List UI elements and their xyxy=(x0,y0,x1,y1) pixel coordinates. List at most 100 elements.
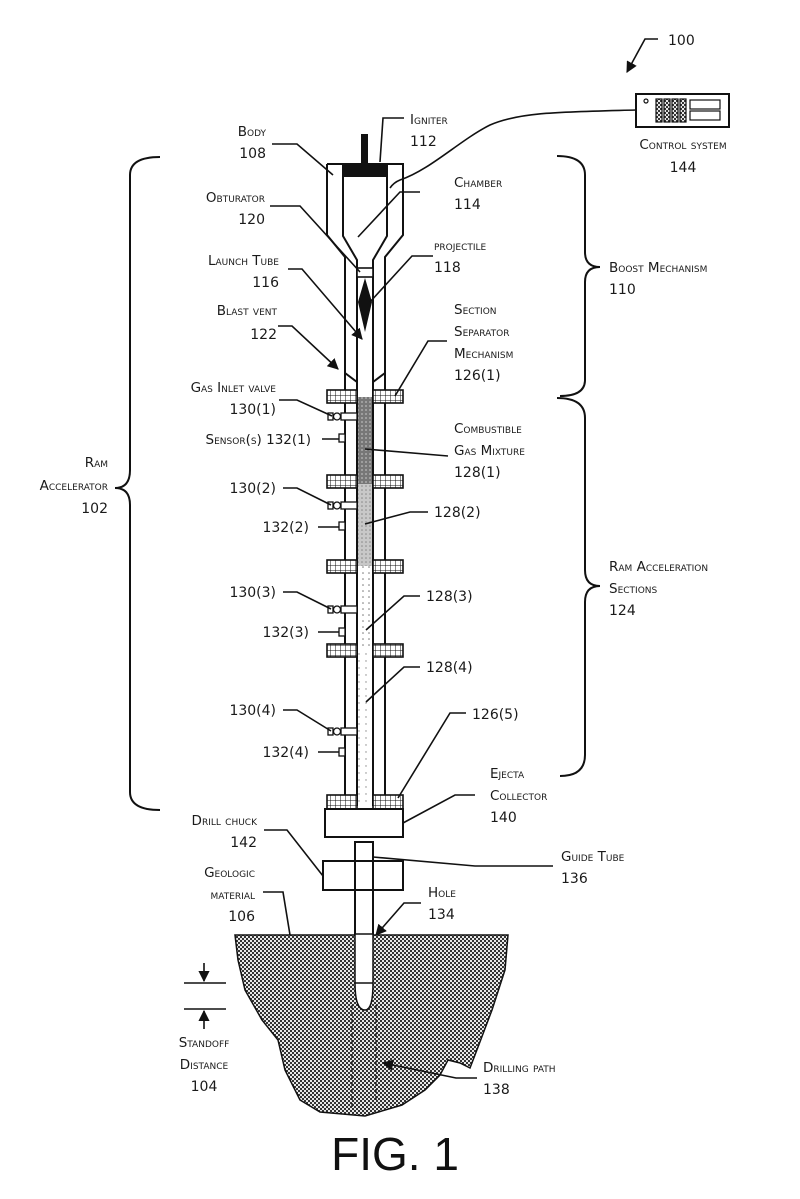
num-chamber: 114 xyxy=(454,197,481,213)
label-projectile: projectile xyxy=(434,238,487,254)
num-valve-3: 130(3) xyxy=(229,585,276,601)
label-guide-tube: Guide Tube xyxy=(561,849,625,865)
label-drilling-path: Drilling path xyxy=(483,1060,556,1076)
leader-lines xyxy=(263,117,553,1079)
gas-mixture-4 xyxy=(357,650,373,806)
control-system-slots xyxy=(655,98,721,123)
gas-inlet-valve-4 xyxy=(327,727,358,736)
ejecta-collector xyxy=(324,808,404,838)
gas-inlet-valve-1 xyxy=(327,412,358,421)
label-section-separator-3: Mechanism xyxy=(454,346,513,362)
label-blast-vent: Blast vent xyxy=(217,303,278,319)
igniter-stem xyxy=(361,134,368,164)
control-system-number: 144 xyxy=(670,160,697,176)
gas-mixture-2 xyxy=(357,484,373,566)
separator-3-right xyxy=(372,559,404,574)
num-ram-sections: 124 xyxy=(609,603,636,619)
standoff-distance xyxy=(184,963,226,1029)
num-gas-2: 128(2) xyxy=(434,505,481,521)
control-cable xyxy=(389,109,637,189)
separator-2-right xyxy=(372,474,404,489)
tube-outer-walls xyxy=(344,390,386,806)
num-guide-tube: 136 xyxy=(561,871,588,887)
reference-100: 100 xyxy=(626,33,695,73)
num-gas-inlet-valve: 130(1) xyxy=(229,402,276,418)
obturator xyxy=(356,267,374,278)
num-gas-3: 128(3) xyxy=(426,589,473,605)
label-geologic-1: Geologic xyxy=(204,865,255,881)
label-ejecta-2: Collector xyxy=(490,788,547,804)
num-sensor-2: 132(2) xyxy=(262,520,309,536)
hole xyxy=(354,933,374,1011)
separator-1-left xyxy=(326,389,358,404)
label-ram-1: Ram xyxy=(85,455,108,471)
label-section-separator-1: Section xyxy=(454,302,497,318)
drill-chuck xyxy=(322,860,404,891)
num-standoff: 104 xyxy=(191,1079,218,1095)
chamber-inner xyxy=(342,164,388,395)
gas-mixture-1 xyxy=(357,397,373,484)
num-launch-tube: 116 xyxy=(252,275,279,291)
label-ram-sections-2: Sections xyxy=(609,581,658,597)
geologic-region xyxy=(234,934,509,1117)
labels: Body 108 Igniter 112 Chamber 114 Obturat… xyxy=(40,112,708,1180)
num-ram-accelerator: 102 xyxy=(81,501,108,517)
num-section-separator: 126(1) xyxy=(454,368,501,384)
num-combustible: 128(1) xyxy=(454,465,501,481)
label-ram-2: Accelerator xyxy=(40,478,108,494)
ram-tube xyxy=(326,389,404,810)
num-valve-4: 130(4) xyxy=(229,703,276,719)
drilling-path-lines xyxy=(351,1005,377,1110)
brace-boost-mechanism xyxy=(556,155,601,397)
num-geologic: 106 xyxy=(228,909,255,925)
control-system: Control system 144 xyxy=(389,93,730,189)
boost-body xyxy=(326,134,404,395)
separator-5-left xyxy=(326,794,358,810)
sensor-2 xyxy=(338,521,346,531)
gas-inlet-valve-2 xyxy=(327,501,358,510)
reference-number: 100 xyxy=(668,33,695,49)
num-drill-chuck: 142 xyxy=(230,835,257,851)
label-standoff-2: Distance xyxy=(180,1057,229,1073)
label-hole: Hole xyxy=(428,885,456,901)
label-standoff-1: Standoff xyxy=(179,1035,230,1051)
num-ejecta: 140 xyxy=(490,810,517,826)
control-system-label: Control system xyxy=(639,137,726,153)
valves-sensors xyxy=(327,412,358,757)
gas-mixture-3 xyxy=(357,566,373,650)
num-sensor-4: 132(4) xyxy=(262,745,309,761)
num-blast-vent: 122 xyxy=(250,327,277,343)
gas-inlet-valve-3 xyxy=(327,605,358,614)
num-igniter: 112 xyxy=(410,134,437,150)
separator-4-right xyxy=(372,643,404,658)
blast-vents xyxy=(344,372,386,383)
projectile xyxy=(358,278,372,332)
sensor-4 xyxy=(338,747,346,757)
separator-2-left xyxy=(326,474,358,489)
label-igniter: Igniter xyxy=(410,112,448,128)
sensor-3 xyxy=(338,627,346,637)
label-obturator: Obturator xyxy=(206,190,265,206)
igniter-cap xyxy=(343,164,387,177)
num-separator-5: 126(5) xyxy=(472,707,519,723)
label-launch-tube: Launch Tube xyxy=(208,253,279,269)
label-drill-chuck: Drill chuck xyxy=(192,813,259,829)
label-sensor: Sensor(s) 132(1) xyxy=(206,432,311,448)
num-boost-mechanism: 110 xyxy=(609,282,636,298)
label-geologic-2: material xyxy=(211,887,256,903)
geologic-material xyxy=(234,933,509,1117)
num-drilling-path: 138 xyxy=(483,1082,510,1098)
sensor-1 xyxy=(338,433,346,443)
separator-4-left xyxy=(326,643,358,658)
label-boost-mechanism: Boost Mechanism xyxy=(609,260,707,276)
label-combustible-2: Gas Mixture xyxy=(454,443,525,459)
num-obturator: 120 xyxy=(238,212,265,228)
brace-ram-sections xyxy=(556,397,601,777)
brace-ram-accelerator xyxy=(114,156,161,811)
label-gas-inlet-valve: Gas Inlet valve xyxy=(191,380,277,396)
separator-1-right xyxy=(372,389,404,404)
label-ejecta-1: Ejecta xyxy=(490,766,525,782)
label-chamber: Chamber xyxy=(454,175,502,191)
separator-3-left xyxy=(326,559,358,574)
